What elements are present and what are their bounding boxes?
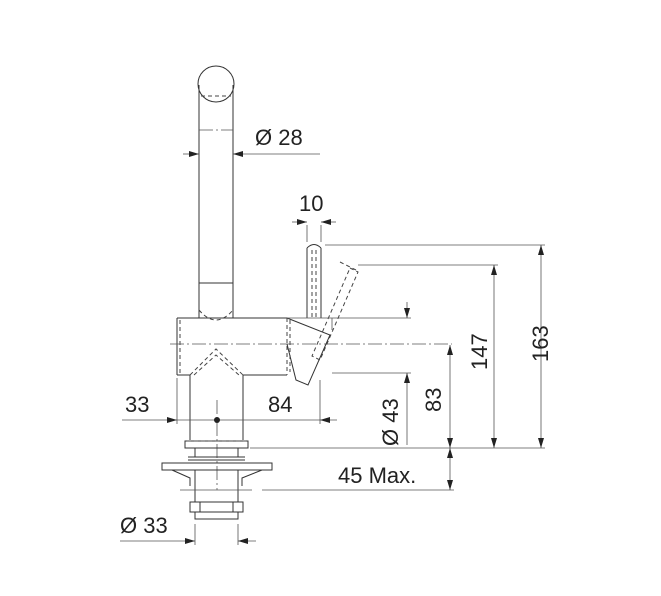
label-spout-height: 147 [467,333,492,370]
faucet-body [170,317,452,490]
label-max-thickness: 45 Max. [338,463,416,488]
dimension-shank-diameter: Ø 33 [120,513,256,545]
label-body-diameter: Ø 43 [378,398,403,446]
label-lever-offset: 84 [268,392,292,417]
dimension-left-offset: 33 [122,378,321,424]
dimension-lever-offset: 84 [214,392,337,423]
label-shank-diameter: Ø 33 [120,513,168,538]
label-lever-width: 10 [299,191,323,216]
dimension-body-height: 83 [421,345,453,448]
label-spout-diameter: Ø 28 [255,125,303,150]
dimension-lever-width: 10 [292,191,336,242]
dimension-body-diameter: Ø 43 [332,302,411,446]
label-body-height: 83 [421,388,446,412]
dimension-total-height: 163 [325,244,553,448]
mounting-kit [161,440,273,520]
label-total-height: 163 [528,325,553,362]
dimension-spout-diameter: Ø 28 [183,125,320,157]
lever [286,244,359,386]
dimension-spout-height: 147 [358,264,498,448]
spout [197,65,235,321]
label-left-offset: 33 [125,392,149,417]
dimension-max-thickness: 45 Max. [250,447,545,491]
